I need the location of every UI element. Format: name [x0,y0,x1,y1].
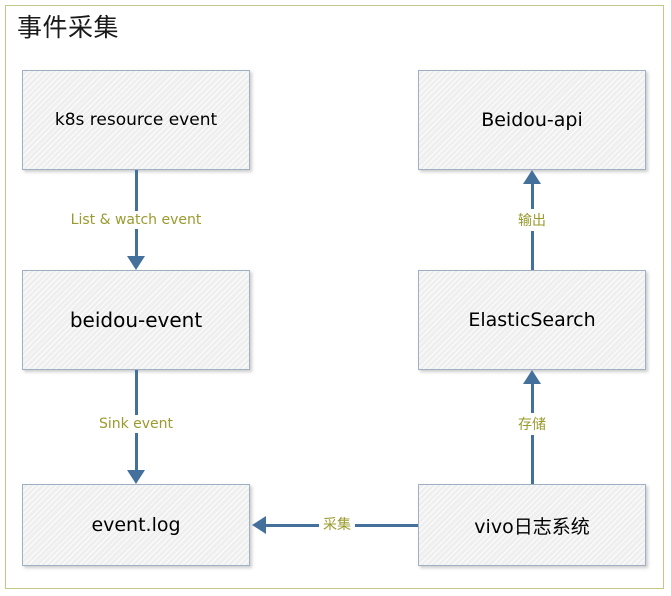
node-elasticsearch[interactable]: ElasticSearch [418,270,646,370]
node-beidou-event[interactable]: beidou-event [22,270,250,370]
node-label: event.log [91,514,181,536]
node-label: beidou-event [69,308,203,332]
node-label: Beidou-api [481,109,583,131]
connector-store-arrowhead [523,370,541,384]
connector-output-arrowhead [523,170,541,184]
connector-list-watch-arrowhead [127,256,145,270]
page-title: 事件采集 [17,13,120,42]
node-label: ElasticSearch [468,309,596,331]
connector-sink-arrowhead [127,470,145,484]
node-label: k8s resource event [54,110,218,130]
edge-label-store: 存储 [514,413,550,435]
connector-collect-arrowhead [252,516,266,534]
node-vivo-log-system[interactable]: vivo日志系统 [418,484,646,566]
node-k8s-resource-event[interactable]: k8s resource event [22,70,250,170]
node-label: vivo日志系统 [474,515,590,538]
node-beidou-api[interactable]: Beidou-api [418,70,646,170]
node-event-log[interactable]: event.log [22,484,250,566]
edge-label-output: 输出 [514,209,550,231]
edge-label-list-watch-event: List & watch event [66,211,206,229]
edge-label-sink-event: Sink event [94,415,178,433]
edge-label-collect: 采集 [319,513,355,535]
